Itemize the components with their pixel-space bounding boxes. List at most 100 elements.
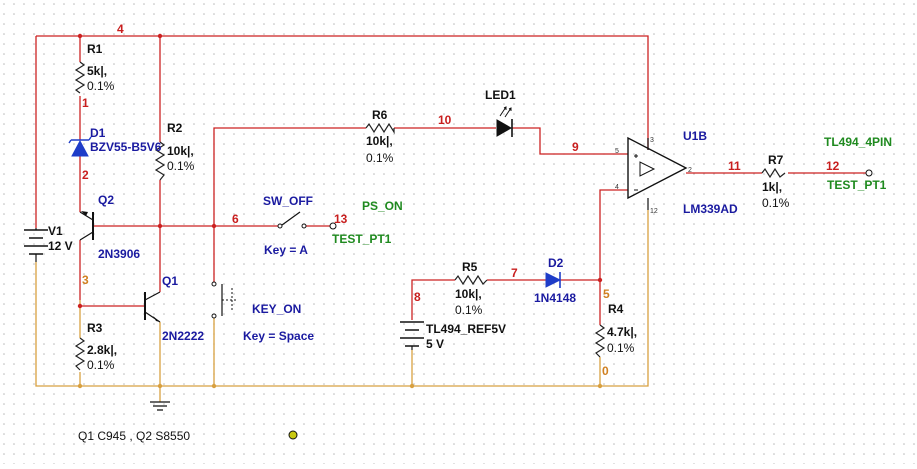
wire-net-4 (36, 35, 649, 150)
d1-zener-symbol (68, 136, 92, 157)
wires-ground (35, 210, 649, 402)
vref-value: 5 V (426, 337, 444, 351)
d2-part: 1N4148 (534, 291, 576, 305)
r7-value: 1k|, (762, 180, 782, 194)
q1-ref: Q1 (162, 274, 178, 288)
r1-resistor-symbol (74, 61, 86, 94)
net-label-3: 3 (82, 273, 89, 287)
sw-off-ref: SW_OFF (263, 194, 313, 208)
r7-ref: R7 (768, 153, 784, 167)
u1-pin-12: 12 (650, 208, 658, 215)
v1-battery-symbol (24, 228, 48, 262)
junction-dot (409, 383, 415, 389)
u1-pin-3: 3 (650, 137, 654, 144)
r1-tolerance: 0.1% (87, 79, 115, 93)
net-label-6: 6 (232, 212, 239, 226)
wires-signal (35, 35, 866, 325)
r4-value: 4.7k|, (607, 325, 637, 339)
ps-on-probe-symbol[interactable] (329, 222, 337, 230)
r3-value: 2.8k|, (87, 343, 117, 357)
junction-dot (597, 383, 603, 389)
d1-part: BZV55-B5V6 (90, 140, 162, 154)
r5-tolerance: 0.1% (455, 303, 483, 317)
r3-tolerance: 0.1% (87, 358, 115, 372)
net-label-5: 5 (603, 287, 610, 301)
v1-value: 12 V (48, 239, 73, 253)
wire-net-5 (560, 189, 628, 281)
u1-part: LM339AD (683, 202, 738, 216)
ps-on-test-point: TEST_PT1 (332, 232, 392, 246)
ps-on-label: PS_ON (362, 199, 403, 213)
key-on-ref: KEY_ON (252, 302, 301, 316)
net-label-11: 11 (728, 159, 741, 173)
r7-resistor-symbol (761, 167, 786, 179)
r3-resistor-symbol (74, 337, 86, 371)
tl494-test-point: TEST_PT1 (827, 178, 887, 192)
d2-diode-symbol (545, 272, 562, 288)
sw-off-switch-symbol[interactable] (277, 211, 307, 229)
led1-ref: LED1 (485, 88, 516, 102)
tl494-probe-symbol[interactable] (865, 169, 873, 177)
led1-symbol (496, 106, 513, 137)
ground-symbol (150, 401, 170, 411)
transistor-note: Q1 C945 , Q2 S8550 (78, 429, 190, 443)
net-label-8: 8 (414, 290, 421, 304)
r6-tolerance: 0.1% (366, 151, 394, 165)
r7-tolerance: 0.1% (762, 196, 790, 210)
q2-part: 2N3906 (98, 247, 140, 261)
r1-value: 5k|, (87, 64, 107, 78)
r6-resistor-symbol (365, 122, 395, 135)
junction-dot (211, 223, 217, 229)
vref-battery-symbol (400, 321, 424, 350)
r5-ref: R5 (462, 260, 478, 274)
r4-tolerance: 0.1% (607, 341, 635, 355)
q2-ref: Q2 (98, 193, 114, 207)
net-label-0: 0 (602, 364, 609, 378)
r1-ref: R1 (87, 42, 103, 56)
r4-ref: R4 (608, 302, 624, 316)
u1-ref: U1B (683, 129, 707, 143)
junction-dot (77, 33, 83, 39)
junction-dot (597, 277, 603, 283)
u1b-comparator-symbol (627, 136, 688, 210)
u1-pin-5: 5 (615, 148, 619, 155)
cursor-marker-icon (288, 430, 298, 440)
u1-pin-2: 2 (688, 167, 692, 174)
junction-dot (211, 383, 217, 389)
q1-npn-transistor-symbol (144, 291, 161, 323)
net-label-4: 4 (117, 22, 124, 36)
key-on-pushbutton-symbol[interactable] (211, 281, 238, 319)
net-label-12: 12 (826, 159, 840, 173)
net-label-13: 13 (334, 212, 348, 226)
sw-off-key: Key = A (264, 243, 308, 257)
wire-ground-rail (35, 210, 649, 387)
junction-dot (157, 383, 163, 389)
r3-ref: R3 (87, 321, 103, 335)
v1-ref: V1 (48, 224, 63, 238)
vref-ref: TL494_REF5V (426, 322, 506, 336)
net-label-10: 10 (438, 113, 452, 127)
wire-net-6-up (213, 127, 366, 226)
r2-value: 10k|, (167, 144, 194, 158)
net-label-7: 7 (511, 266, 518, 280)
r6-value: 10k|, (366, 134, 393, 148)
junction-dot (157, 223, 163, 229)
wire-net-9 (512, 127, 628, 155)
r2-resistor-symbol (154, 141, 166, 181)
junction-dot (77, 383, 83, 389)
junction-dot (77, 303, 83, 309)
q1-part: 2N2222 (162, 329, 204, 343)
junction-dot (157, 33, 163, 39)
net-label-2: 2 (82, 168, 89, 182)
r6-ref: R6 (372, 108, 388, 122)
wire-net-8 (411, 279, 455, 320)
d2-ref: D2 (548, 256, 564, 270)
r2-ref: R2 (167, 121, 183, 135)
tl494-label: TL494_4PIN (824, 135, 892, 149)
r5-value: 10k|, (455, 287, 482, 301)
net-label-1: 1 (82, 96, 89, 110)
d1-ref: D1 (90, 126, 106, 140)
